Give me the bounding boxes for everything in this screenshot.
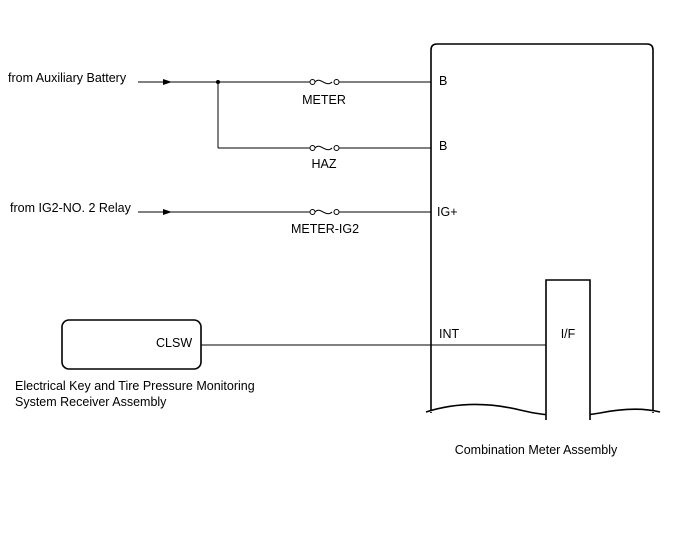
fuse-haz-label: HAZ <box>312 157 337 171</box>
interface-block-label: I/F <box>561 327 576 341</box>
receiver-name-line2: System Receiver Assembly <box>15 395 167 409</box>
source-ig2-relay-label: from IG2-NO. 2 Relay <box>10 201 132 215</box>
pin-b1-label: B <box>439 74 447 88</box>
fuse-meter-ig2-symbol <box>309 209 340 215</box>
source-aux-battery-label: from Auxiliary Battery <box>8 71 127 85</box>
fuse-meter-symbol <box>309 79 340 85</box>
arrow-ig2-relay <box>163 209 172 215</box>
pin-b2-label: B <box>439 139 447 153</box>
fuse-meter-label: METER <box>302 93 346 107</box>
interface-block <box>545 279 591 420</box>
receiver-name-line1: Electrical Key and Tire Pressure Monitor… <box>15 379 255 393</box>
pin-ig-plus-label: IG+ <box>437 205 458 219</box>
fuse-haz-symbol <box>309 145 340 151</box>
arrow-aux-battery <box>163 79 172 85</box>
pin-clsw-label: CLSW <box>156 336 192 350</box>
combination-meter-outline <box>430 43 654 413</box>
meter-assembly-label: Combination Meter Assembly <box>455 443 618 457</box>
fuse-meter-ig2-label: METER-IG2 <box>291 222 359 236</box>
pin-int-label: INT <box>439 327 460 341</box>
